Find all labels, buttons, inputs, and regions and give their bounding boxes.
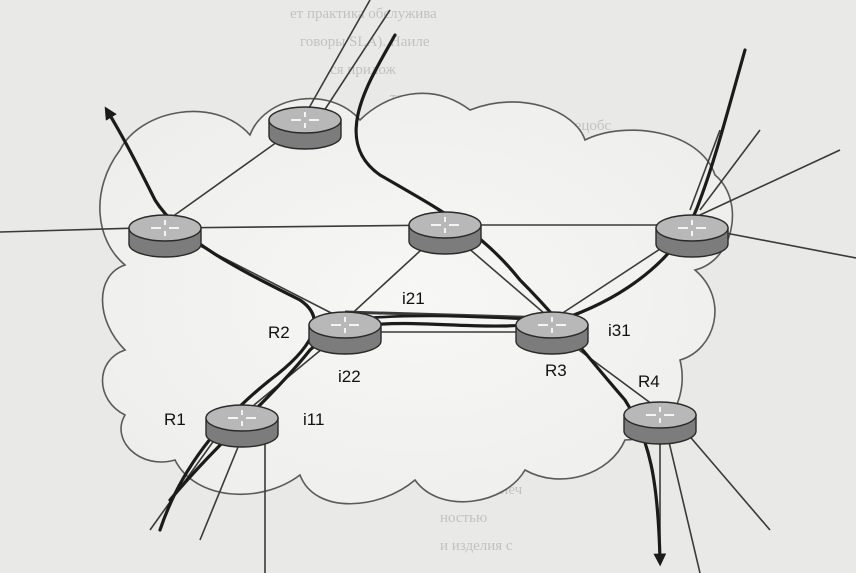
label-R4: R4 [638,372,660,391]
router-R1 [205,404,279,448]
router-arrows-icon [538,317,566,333]
stub-top-2 [317,9,391,121]
svg-text:и изделия с: и изделия с [440,538,513,554]
stub-R1-1 [149,424,226,531]
router-arrows-icon [431,217,459,233]
svg-text:ет практика обслужива: ет практика обслужива [290,6,437,22]
router-top [268,106,342,150]
label-i31: i31 [608,321,631,340]
label-R2: R2 [268,323,290,342]
router-R2 [308,311,382,355]
stub-R1upper-left [0,227,141,233]
stub-R4-3 [664,424,701,573]
label-R1: R1 [164,410,186,429]
label-i21: i21 [402,289,425,308]
labels: R2 R3 R1 R4 i21 i22 i31 i11 [164,289,660,429]
router-R1-upper [128,214,202,258]
router-arrows-icon [678,220,706,236]
stub-right-4 [699,129,761,211]
stub-right-3 [689,129,721,211]
router-right [655,214,729,258]
svg-text:ностью: ностью [440,510,487,526]
router-arrows-icon [331,317,359,333]
router-arrows-icon [646,407,674,423]
label-R3: R3 [545,361,567,380]
label-i22: i22 [338,367,361,386]
router-R3 [515,311,589,355]
router-arrows-icon [228,410,256,426]
routers [128,106,729,448]
router-R4 [623,401,697,445]
svg-text:говоры SLA). Наиле: говоры SLA). Наиле [300,34,430,50]
stub-right-2 [699,149,841,216]
router-arrows-icon [291,112,319,128]
stub-top-1 [304,0,371,116]
svg-text:ся прилож: ся прилож [330,62,396,78]
label-i11: i11 [303,410,324,429]
stub-R4-2 [679,424,771,531]
router-arrows-icon [151,220,179,236]
link-R1upper-center [164,224,446,229]
router-center [408,211,482,255]
stub-R1-2 [199,429,246,541]
stub-right-1 [709,229,856,259]
